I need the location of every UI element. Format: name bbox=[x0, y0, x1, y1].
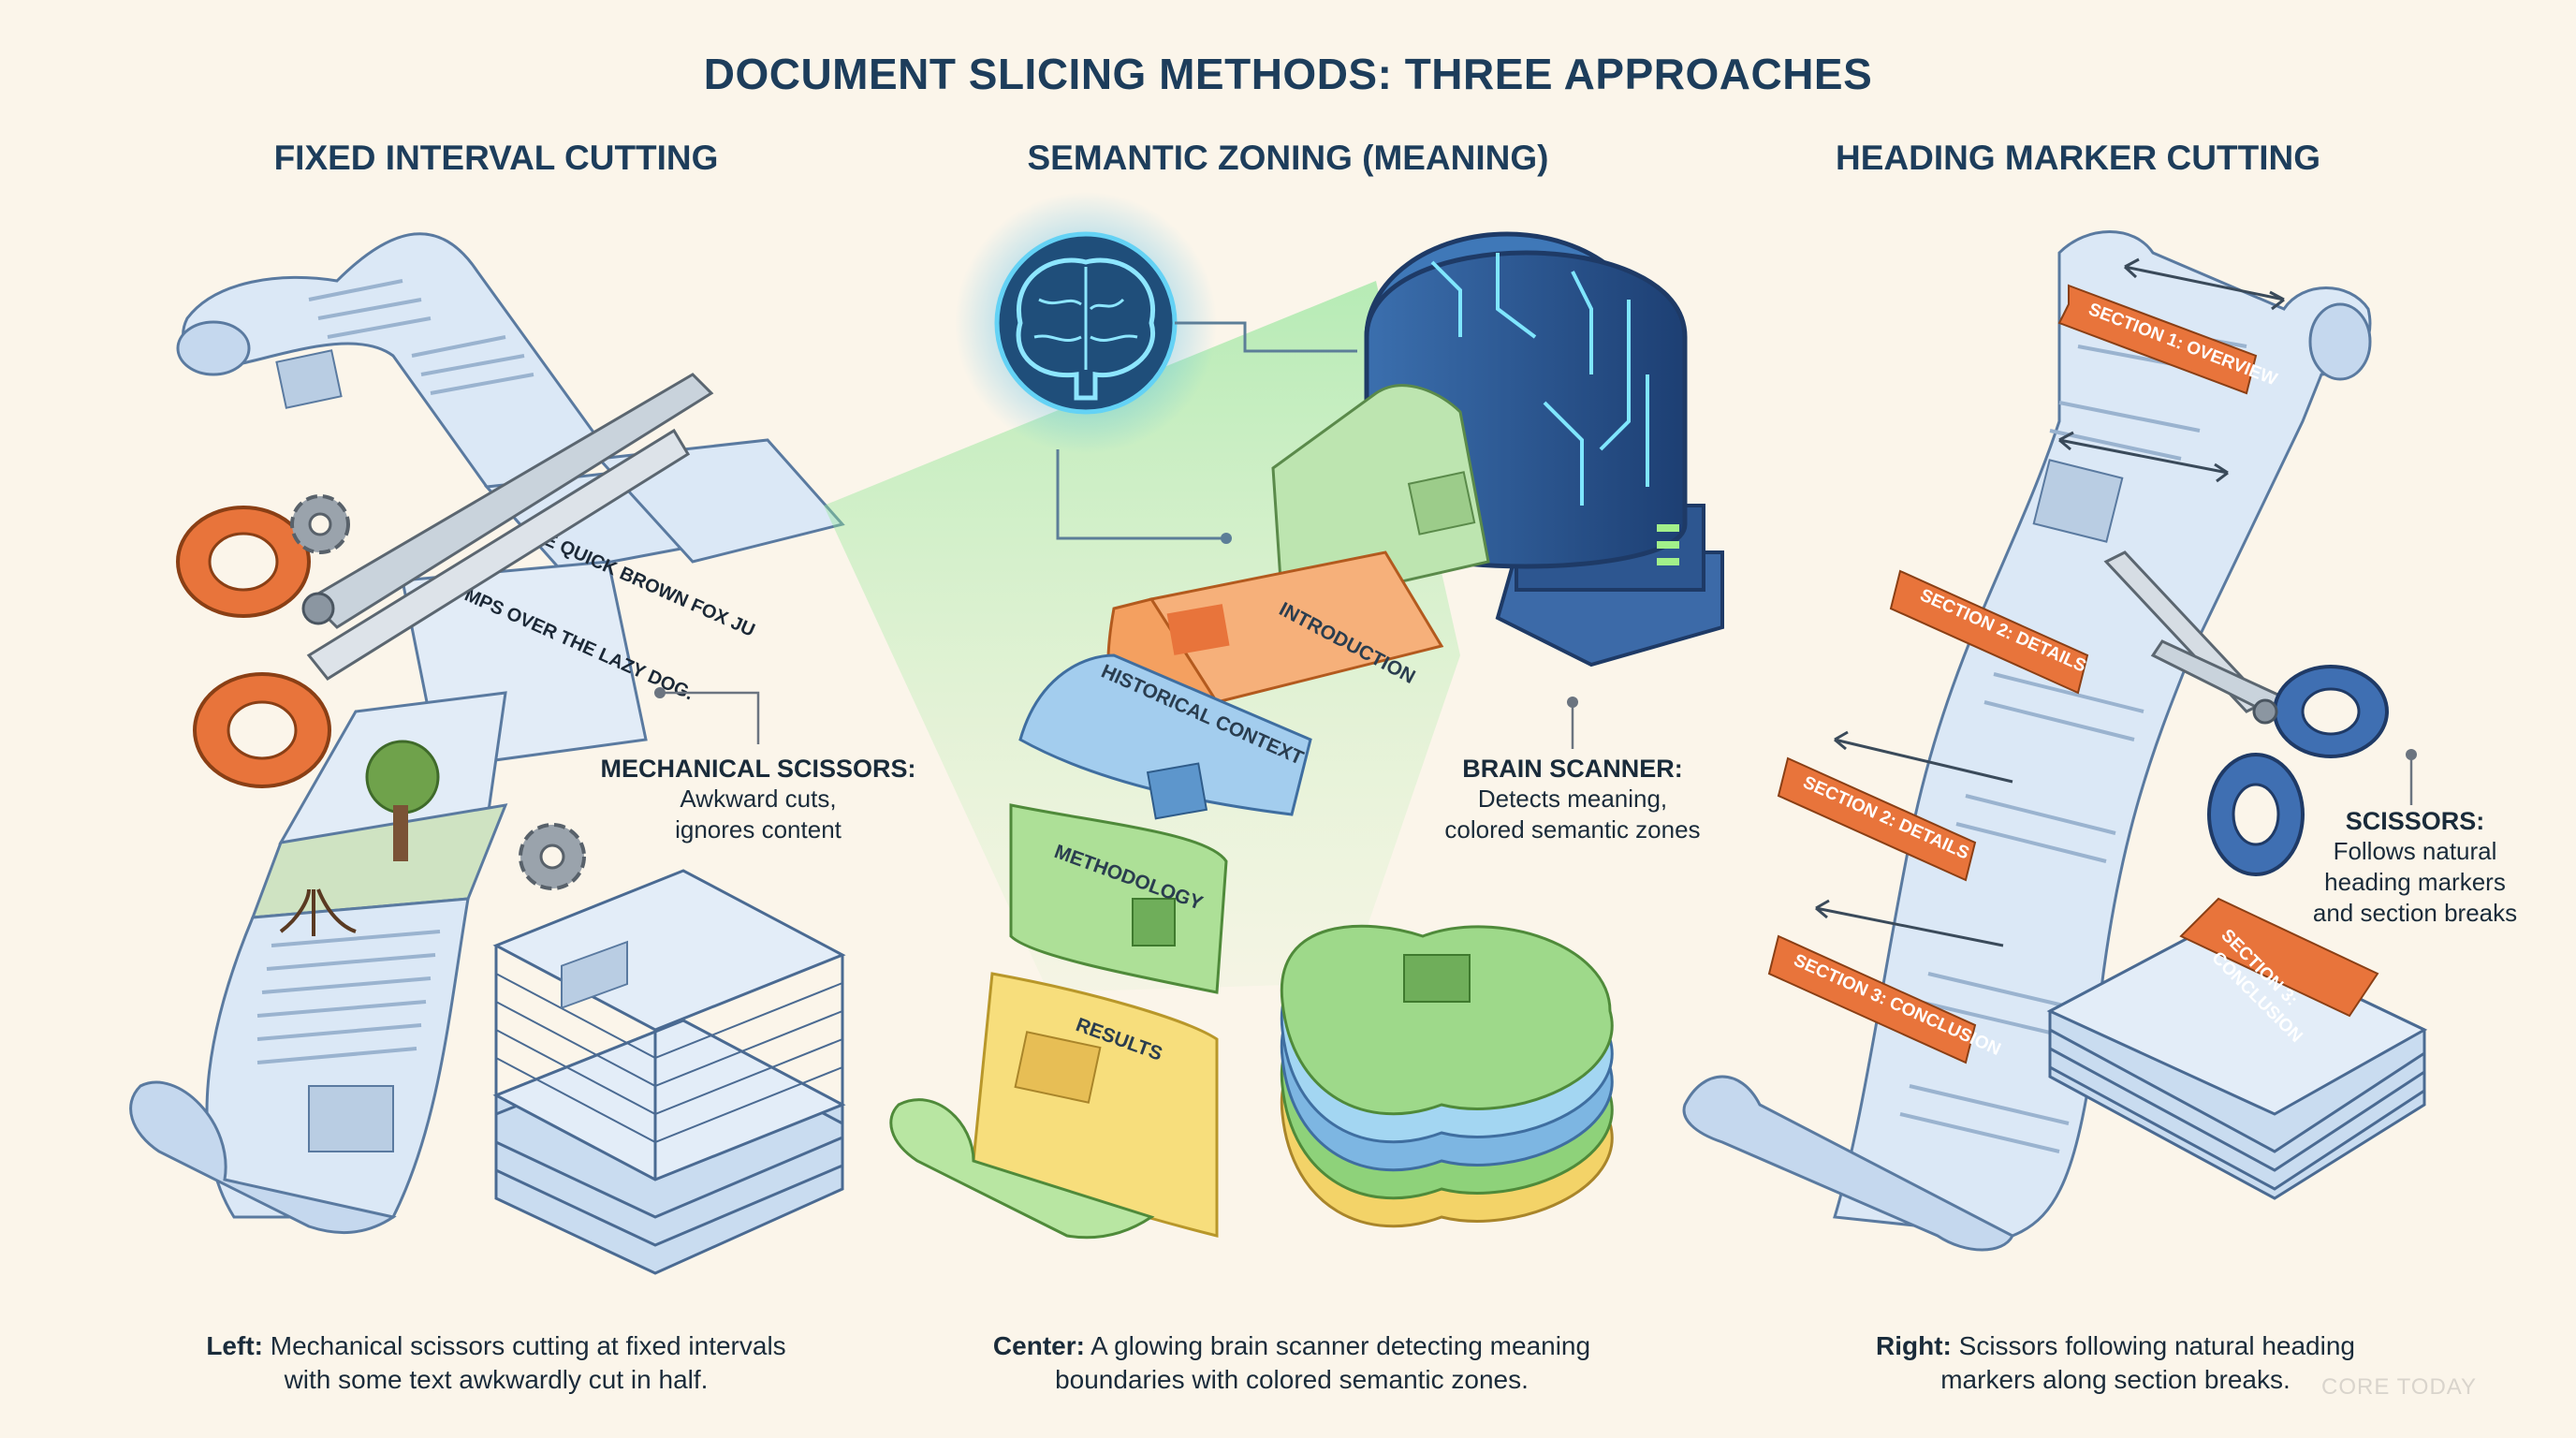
center-panel-title: SEMANTIC ZONING (MEANING) bbox=[1027, 139, 1549, 177]
center-chunk-stack bbox=[1280, 924, 1614, 1228]
right-caption-lead: Right: bbox=[1876, 1331, 1952, 1360]
heading-banners bbox=[1767, 284, 2258, 1064]
right-callout-line3: and section breaks bbox=[2312, 899, 2518, 927]
left-caption-line2: with some text awkwardly cut in half. bbox=[284, 1365, 709, 1394]
left-scroll bbox=[129, 232, 845, 1235]
brain-icon bbox=[955, 192, 1217, 454]
right-callout-heading: SCISSORS: bbox=[2345, 807, 2485, 835]
right-caption-line1: Scissors following natural heading bbox=[1958, 1331, 2355, 1360]
gear-icon bbox=[290, 494, 586, 890]
right-callout-line2: heading markers bbox=[2324, 868, 2506, 896]
left-callout-heading: MECHANICAL SCISSORS: bbox=[600, 755, 916, 783]
left-callout-line2: ignores content bbox=[675, 815, 842, 844]
main-title: DOCUMENT SLICING METHODS: THREE APPROACH… bbox=[703, 50, 1873, 98]
left-caption-line1: Mechanical scissors cutting at fixed int… bbox=[270, 1331, 786, 1360]
center-caption: Center: A glowing brain scanner detectin… bbox=[936, 1329, 1647, 1397]
left-callout-leader bbox=[660, 691, 760, 744]
right-callout-line1: Follows natural bbox=[2333, 837, 2497, 865]
center-caption-line1: A glowing brain scanner detecting meanin… bbox=[1090, 1331, 1591, 1360]
center-callout-line1: Detects meaning, bbox=[1477, 785, 1668, 813]
right-panel-title: HEADING MARKER CUTTING bbox=[1836, 139, 2320, 177]
scissors-icon bbox=[2103, 550, 2389, 876]
left-panel-title: FIXED INTERVAL CUTTING bbox=[273, 139, 719, 177]
center-callout-heading: BRAIN SCANNER: bbox=[1462, 755, 1683, 783]
watermark: CORE TODAY bbox=[2321, 1374, 2478, 1400]
brain-link bbox=[1175, 321, 1357, 353]
mechanical-scissors-icon bbox=[176, 373, 714, 788]
left-chunk-stack bbox=[492, 869, 846, 1275]
semantic-zones bbox=[889, 550, 1444, 1240]
center-callout-line2: colored semantic zones bbox=[1444, 815, 1701, 844]
right-scroll bbox=[1682, 230, 2372, 1252]
right-chunk-stack bbox=[2046, 897, 2428, 1200]
right-caption: Right: Scissors following natural headin… bbox=[1760, 1329, 2471, 1397]
center-caption-lead: Center: bbox=[992, 1331, 1085, 1360]
center-callout: BRAIN SCANNER: Detects meaning, colored … bbox=[1423, 755, 1722, 845]
left-caption-lead: Left: bbox=[206, 1331, 263, 1360]
center-caption-line2: boundaries with colored semantic zones. bbox=[1055, 1365, 1529, 1394]
left-caption: Left: Mechanical scissors cutting at fix… bbox=[140, 1329, 852, 1397]
right-callout: SCISSORS: Follows natural heading marker… bbox=[2284, 807, 2546, 929]
left-callout: MECHANICAL SCISSORS: Awkward cuts, ignor… bbox=[599, 755, 917, 845]
left-callout-line1: Awkward cuts, bbox=[680, 785, 837, 813]
right-caption-line2: markers along section breaks. bbox=[1940, 1365, 2291, 1394]
